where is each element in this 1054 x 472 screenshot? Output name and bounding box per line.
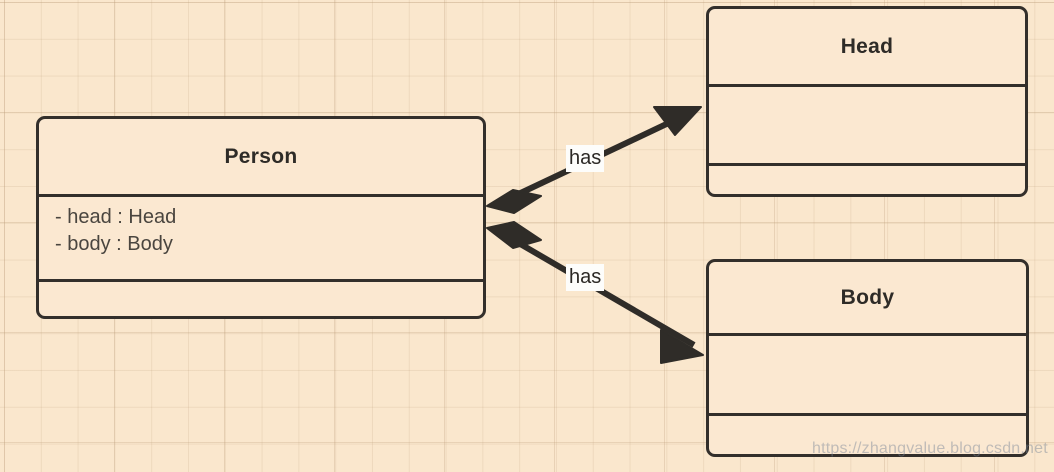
composition-diamond-body xyxy=(486,221,542,249)
class-name-compartment: Body xyxy=(709,262,1026,333)
uml-class-head[interactable]: Head xyxy=(706,6,1028,197)
composition-diamond-head xyxy=(486,189,542,214)
association-line-body xyxy=(508,235,696,348)
class-attribute: - body : Body xyxy=(55,233,173,255)
class-operations-compartment xyxy=(709,413,1026,454)
association-label-has-body[interactable]: has xyxy=(566,264,605,291)
association-label-has-head[interactable]: has xyxy=(566,145,605,172)
class-title-head: Head xyxy=(840,34,894,58)
class-name-compartment: Person xyxy=(39,119,483,194)
arrowhead-body xyxy=(660,329,704,364)
class-attributes-compartment xyxy=(709,333,1026,413)
association-person-has-body xyxy=(486,221,704,364)
class-title-body: Body xyxy=(840,285,895,309)
class-attributes-compartment: - head : Head - body : Body xyxy=(39,194,483,279)
uml-class-body[interactable]: Body xyxy=(706,259,1029,457)
class-title-person: Person xyxy=(224,144,298,168)
uml-class-person[interactable]: Person - head : Head - body : Body xyxy=(36,116,486,319)
class-attributes-compartment xyxy=(709,84,1025,163)
arrowhead-head xyxy=(653,106,702,136)
class-attribute: - head : Head xyxy=(55,206,177,228)
watermark-text: https://zhangvalue.blog.csdn.net xyxy=(812,440,1048,457)
class-operations-compartment xyxy=(39,279,483,316)
class-name-compartment: Head xyxy=(709,9,1025,84)
class-operations-compartment xyxy=(709,163,1025,194)
